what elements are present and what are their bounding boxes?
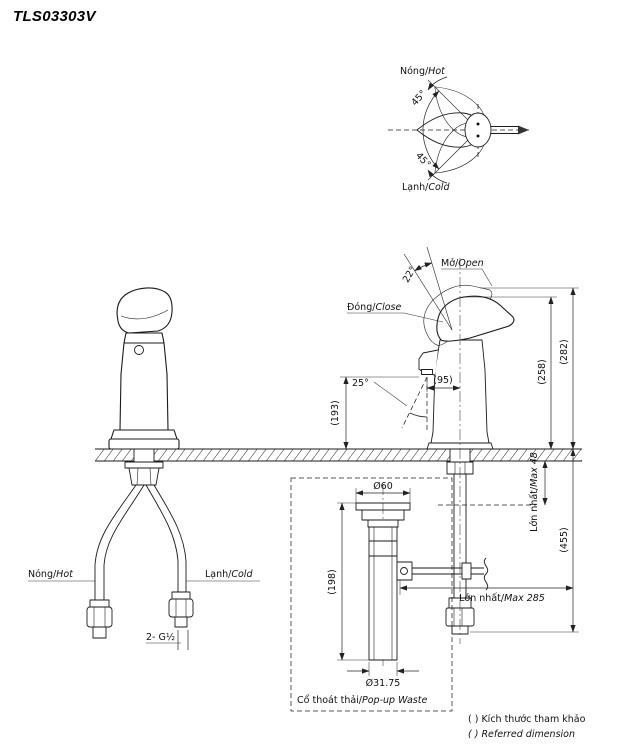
dim-height-open: (282)	[559, 339, 570, 365]
label-hot-supply: Nóng/Hot	[28, 569, 74, 580]
popup-waste-detail: Ø60 (198) Ø31	[290, 477, 489, 712]
handle-dot-top	[476, 122, 480, 126]
label-thread-size: 2- G½	[146, 632, 175, 643]
model-number: TLS03303V	[13, 8, 96, 25]
angle-22: 22°	[401, 265, 419, 285]
handle-button	[134, 345, 144, 355]
dimension-annotations: Mở/Open Đóng/Close 22° 25° (95) (193)	[330, 246, 579, 633]
label-max-deck-thickness: Lớn nhất/Max 48	[529, 452, 540, 532]
legend-line-2: ( ) Referred dimension	[468, 729, 575, 740]
dim-popup-top-diameter: Ø60	[373, 481, 393, 492]
faucet-dimension-view	[418, 258, 515, 644]
handle-dot-bottom	[476, 134, 480, 138]
label-close: Đóng/Close	[347, 302, 401, 313]
spout-tip	[518, 125, 529, 135]
dim-popup-height: (198)	[327, 569, 338, 595]
dim-height-closed: (258)	[537, 359, 548, 385]
label-popup-caption: Cổ thoát thải/Pop-up Waste	[297, 695, 427, 706]
faucet-front-view: Nóng/Hot Lạnh/Cold 2- G½	[28, 287, 260, 650]
label-max-rod-length: Lớn nhất/Max 285	[459, 593, 545, 604]
label-open: Mở/Open	[441, 258, 484, 269]
countertop-section	[95, 448, 582, 462]
dim-spout-reach: (95)	[433, 375, 453, 386]
dim-popup-bottom-diameter: Ø31.75	[366, 678, 401, 689]
angle-45-upper: 45°	[409, 88, 428, 108]
angle-25: 25°	[352, 378, 369, 389]
handle-rotation-diagram: Nóng/Hot 45° 45° Lạnh/Cold	[388, 66, 532, 193]
dim-below-counter: (455)	[559, 527, 570, 553]
legend-line-1: ( ) Kích thước tham khảo	[468, 714, 586, 725]
label-hot-top: Nóng/Hot	[400, 66, 446, 77]
angle-45-lower: 45°	[413, 150, 432, 170]
legend: ( ) Kích thước tham khảo ( ) Referred di…	[468, 714, 586, 740]
dim-spout-height: (193)	[330, 400, 341, 426]
label-cold-supply: Lạnh/Cold	[205, 569, 253, 580]
label-cold-top: Lạnh/Cold	[402, 182, 450, 193]
